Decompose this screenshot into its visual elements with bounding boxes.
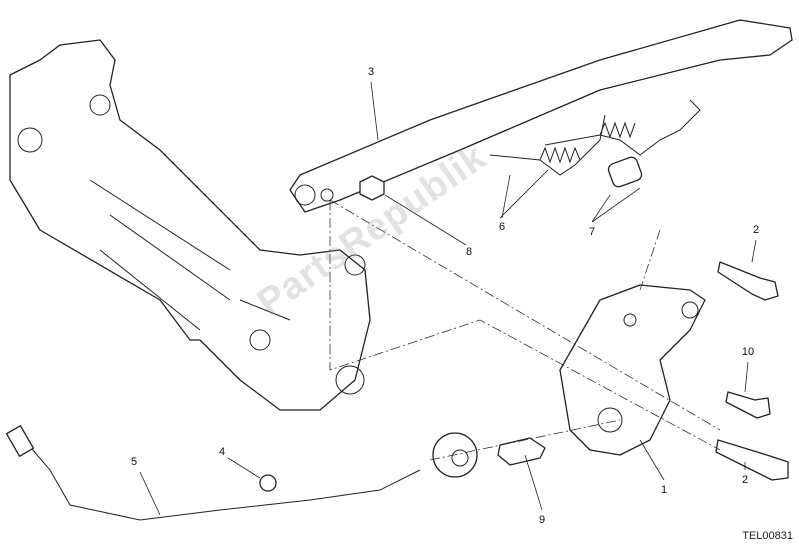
callout-9: 9 [538, 514, 546, 526]
callout-3: 3 [367, 66, 375, 78]
callout-1: 1 [660, 484, 668, 496]
nut-8 [359, 175, 385, 201]
spring-6 [489, 114, 606, 176]
callout-4: 4 [218, 446, 226, 458]
screw-4 [259, 474, 277, 492]
frame-bracket [9, 39, 371, 411]
mount-plate-1 [559, 284, 706, 456]
pin-9 [497, 437, 546, 466]
callout-8: 8 [465, 246, 473, 258]
callout-2-bottom: 2 [741, 474, 749, 486]
reference-code: TEL00831 [742, 530, 793, 542]
cable-5 [19, 434, 421, 521]
callout-6: 6 [498, 221, 506, 233]
callout-10: 10 [741, 346, 755, 358]
callout-7: 7 [588, 226, 596, 238]
bolt-2-top [717, 261, 779, 301]
bolt-10 [725, 391, 771, 419]
callout-2-top: 2 [752, 224, 760, 236]
callout-5: 5 [130, 456, 138, 468]
spring-7 [544, 99, 701, 188]
bolt-2-bottom [715, 439, 789, 481]
